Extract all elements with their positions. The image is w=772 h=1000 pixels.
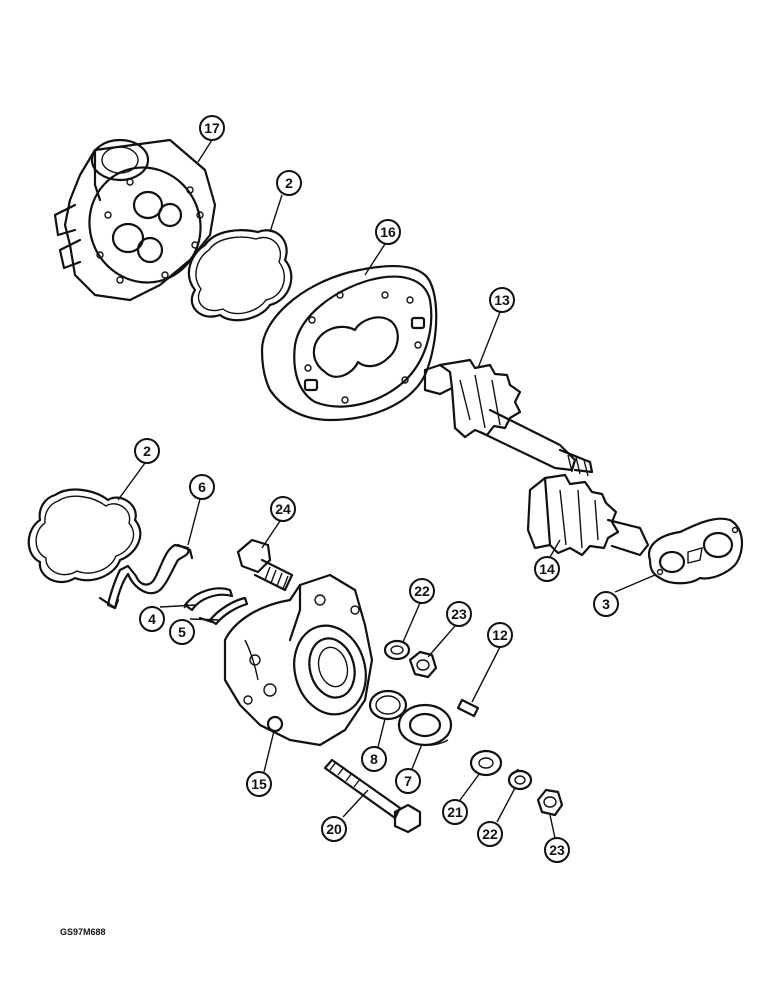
callout-5-label: 5 bbox=[178, 624, 186, 640]
driven-gear-part bbox=[526, 473, 650, 557]
callout-13-label: 13 bbox=[494, 292, 510, 308]
callout-23-lower-label: 23 bbox=[549, 842, 565, 858]
wear-plate-part bbox=[647, 517, 743, 585]
callout-6: 6 bbox=[189, 474, 215, 500]
callout-8-label: 8 bbox=[370, 751, 378, 767]
callout-23-upper: 23 bbox=[446, 601, 472, 627]
callout-15-label: 15 bbox=[251, 776, 267, 792]
o-ring-lower-part bbox=[27, 488, 142, 584]
callout-7: 7 bbox=[395, 768, 421, 794]
key-part bbox=[456, 698, 480, 718]
callout-2-upper-label: 2 bbox=[285, 175, 293, 191]
front-cover-part bbox=[223, 573, 374, 747]
callout-17-label: 17 bbox=[204, 120, 220, 136]
callout-23-lower: 23 bbox=[544, 837, 570, 863]
callout-4-label: 4 bbox=[148, 611, 156, 627]
callout-6-label: 6 bbox=[198, 479, 206, 495]
figure-reference-code: GS97M688 bbox=[60, 927, 106, 937]
o-ring-upper-part bbox=[187, 229, 293, 322]
callout-20: 20 bbox=[321, 816, 347, 842]
callout-20-label: 20 bbox=[326, 821, 342, 837]
callout-16: 16 bbox=[375, 219, 401, 245]
callout-5: 5 bbox=[169, 619, 195, 645]
callout-14-label: 14 bbox=[539, 561, 555, 577]
callout-17: 17 bbox=[199, 115, 225, 141]
callout-12-label: 12 bbox=[492, 627, 508, 643]
callout-22-upper: 22 bbox=[409, 578, 435, 604]
callout-2-lower-label: 2 bbox=[143, 443, 151, 459]
callout-4: 4 bbox=[139, 606, 165, 632]
gear-housing-part bbox=[260, 264, 438, 422]
nut-upper-part bbox=[408, 650, 438, 679]
leader-lines bbox=[117, 139, 656, 839]
callout-21-label: 21 bbox=[447, 804, 463, 820]
callout-24: 24 bbox=[270, 496, 296, 522]
callout-24-label: 24 bbox=[275, 501, 291, 517]
callout-22-lower: 22 bbox=[477, 821, 503, 847]
callout-7-label: 7 bbox=[404, 773, 412, 789]
shaft-seal-part bbox=[397, 703, 453, 747]
callout-21: 21 bbox=[442, 799, 468, 825]
callout-8: 8 bbox=[361, 746, 387, 772]
lock-washer-upper-part bbox=[383, 639, 411, 661]
callout-12: 12 bbox=[487, 622, 513, 648]
callout-14: 14 bbox=[534, 556, 560, 582]
callout-22-upper-label: 22 bbox=[414, 583, 430, 599]
callout-23-upper-label: 23 bbox=[451, 606, 467, 622]
rear-cover-part bbox=[53, 138, 217, 302]
cap-screw-part bbox=[236, 538, 294, 592]
snap-ring-part bbox=[368, 689, 408, 721]
callout-15: 15 bbox=[246, 771, 272, 797]
seal-retainer-part bbox=[98, 543, 194, 610]
callout-3: 3 bbox=[593, 591, 619, 617]
callout-16-label: 16 bbox=[380, 224, 396, 240]
drive-gear-shaft-part bbox=[423, 358, 594, 477]
callout-3-label: 3 bbox=[602, 596, 610, 612]
lock-washer-lower-part bbox=[507, 768, 533, 791]
callout-22-lower-label: 22 bbox=[482, 826, 498, 842]
callout-2-upper: 2 bbox=[276, 170, 302, 196]
callout-13: 13 bbox=[489, 287, 515, 313]
flat-washer-part bbox=[469, 749, 503, 777]
callout-2-lower: 2 bbox=[134, 438, 160, 464]
nut-lower-part bbox=[536, 788, 564, 817]
long-bolt-part bbox=[323, 758, 422, 834]
